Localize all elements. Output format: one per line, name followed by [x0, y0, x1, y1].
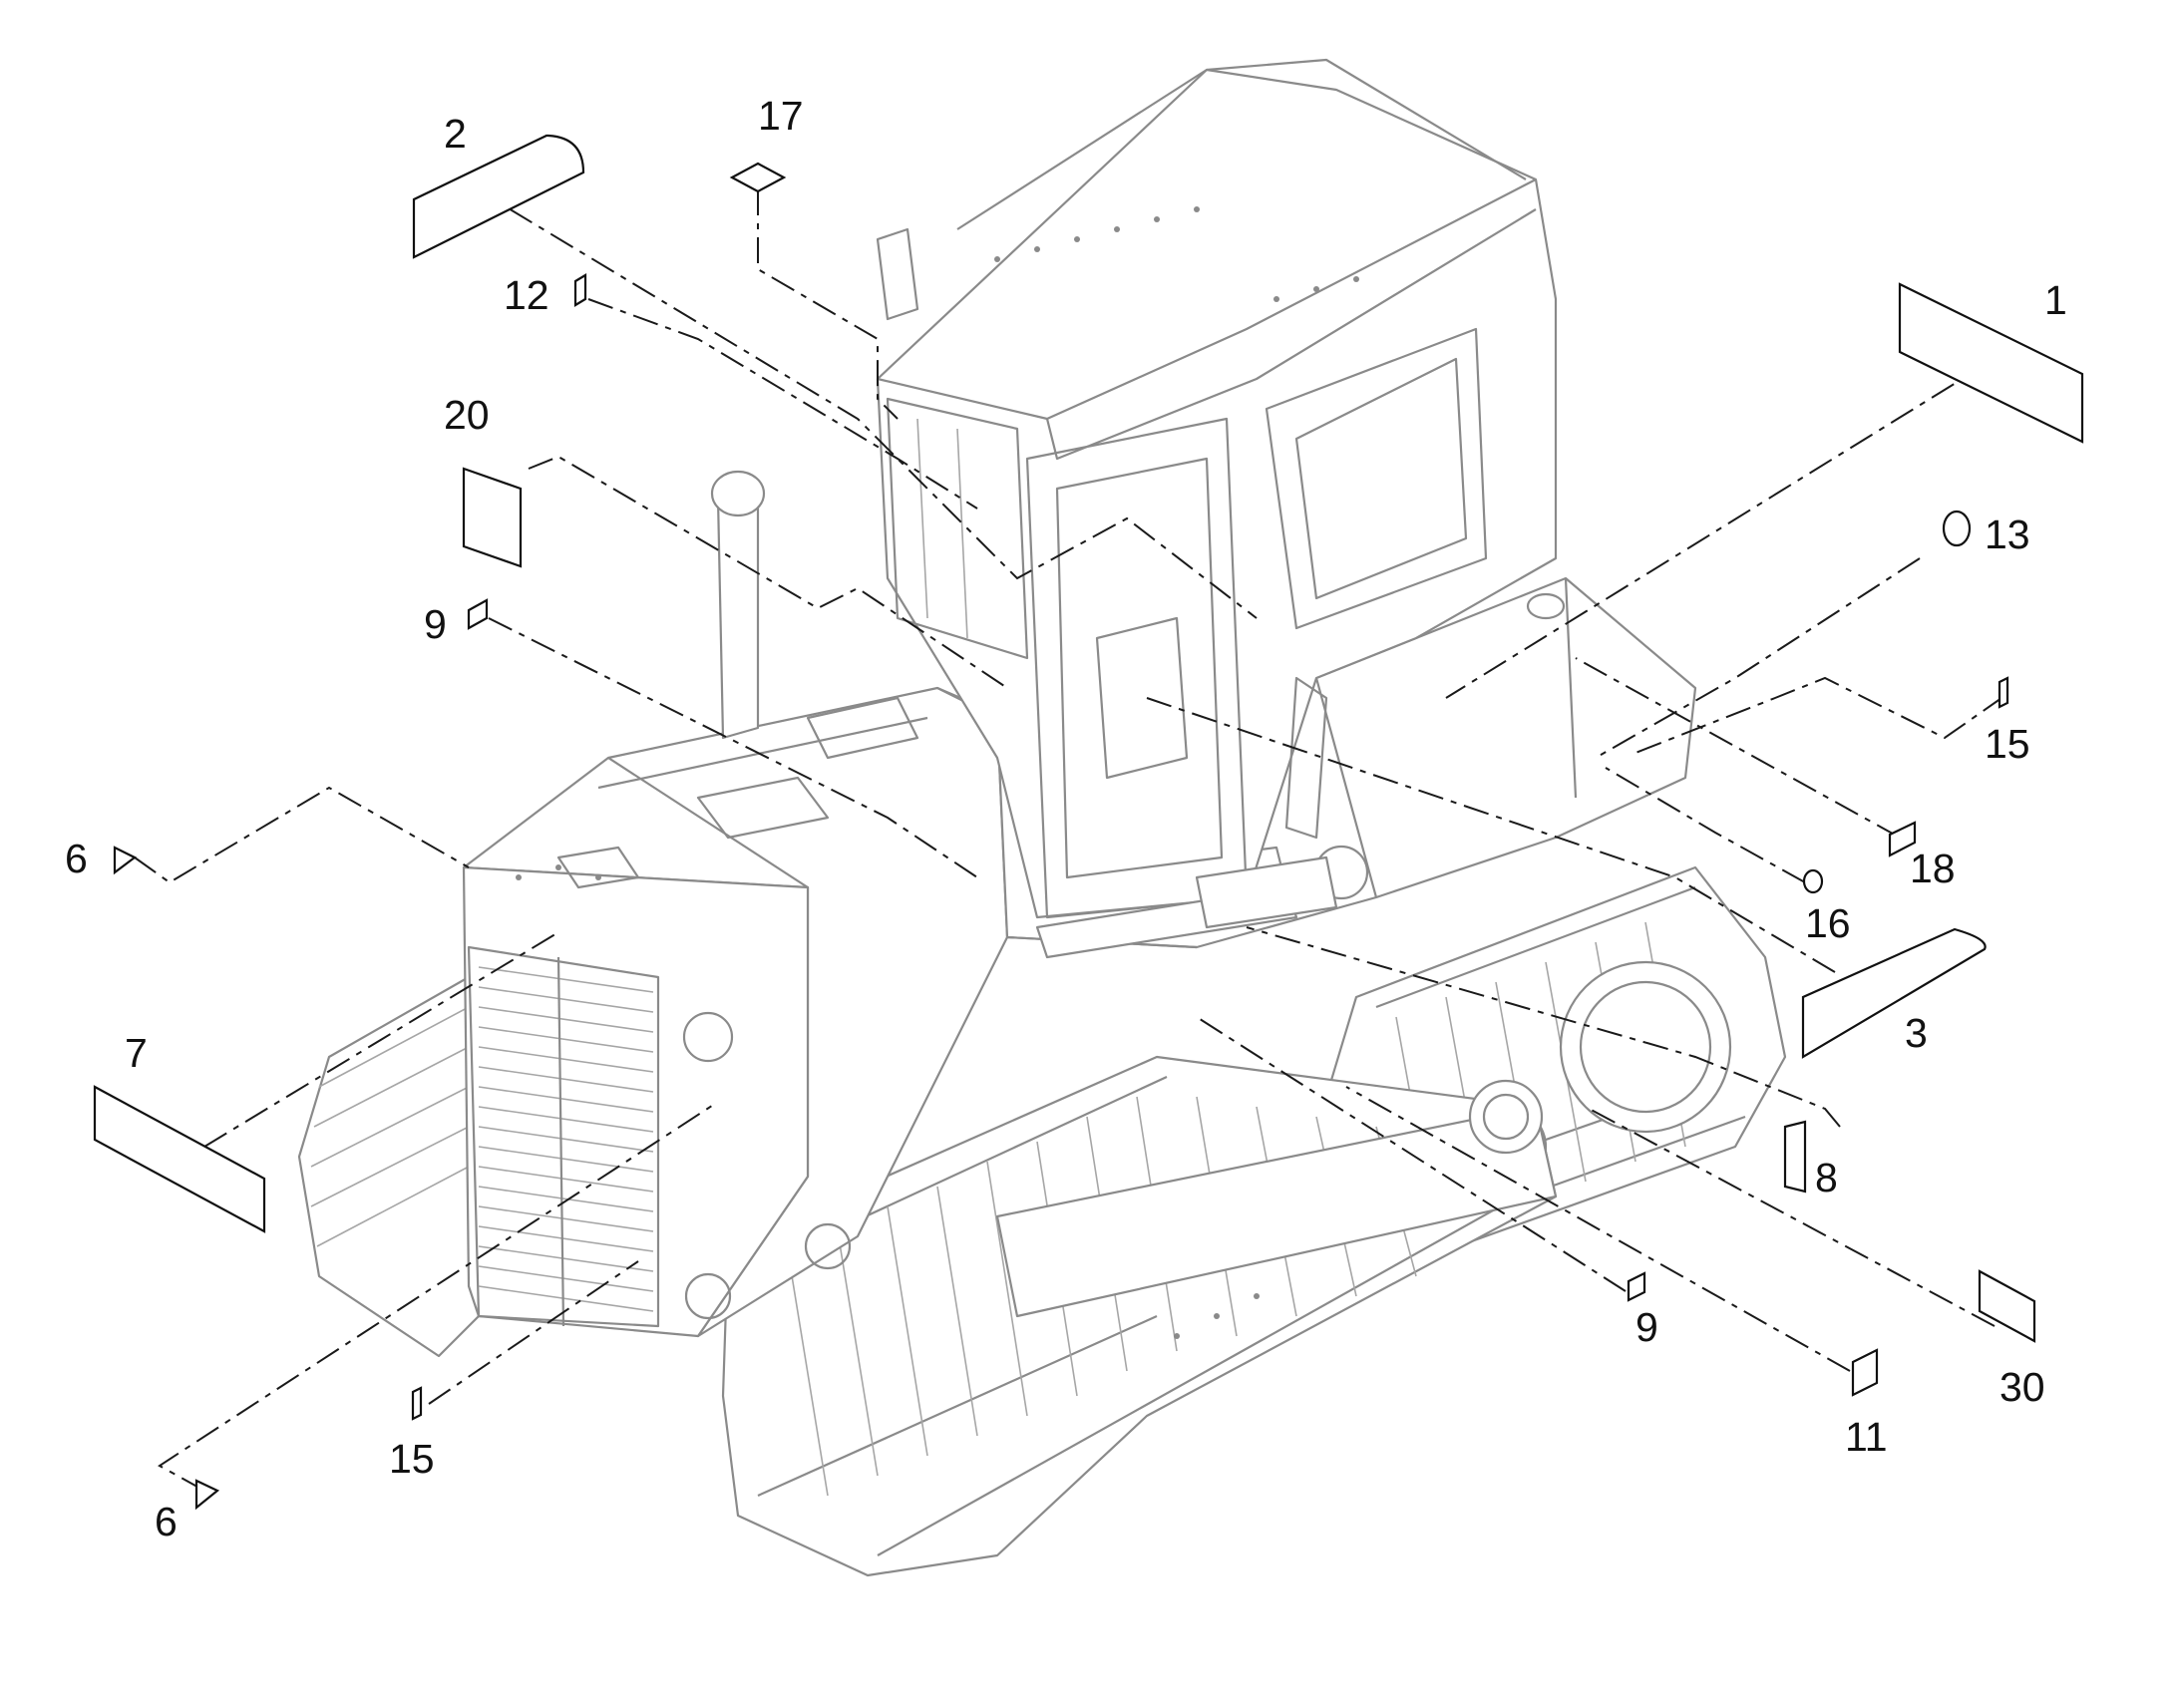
- leader-1: [1445, 358, 1996, 699]
- callout-2: 2: [444, 111, 467, 157]
- callout-18: 18: [1910, 846, 1956, 891]
- leader-30: [1585, 1106, 1996, 1327]
- callout-12: 12: [504, 272, 549, 318]
- decal-12-shape: [573, 273, 587, 307]
- leader-12: [587, 298, 978, 510]
- decal-18-shape: [1888, 821, 1917, 857]
- left-track: [721, 1055, 1558, 1577]
- decal-9b-shape: [1627, 1271, 1646, 1302]
- callout-20: 20: [444, 392, 490, 438]
- exhaust-stack: [710, 470, 766, 740]
- leader-20: [528, 455, 1008, 689]
- decal-3-shape: [1801, 927, 1987, 1059]
- callout-9b: 9: [1635, 1304, 1658, 1350]
- leader-17: [757, 189, 899, 420]
- callout-15b: 15: [389, 1436, 435, 1482]
- leader-16: [1605, 767, 1806, 883]
- callout-6b: 6: [155, 1499, 178, 1544]
- leader-9a: [488, 617, 978, 878]
- callout-11: 11: [1845, 1414, 1888, 1460]
- decal-30-shape: [1978, 1269, 2036, 1343]
- callout-numbers: 1 2 3 6 6 7 8 9 9 11 12 13 15 15 16 17 1…: [65, 93, 2067, 1544]
- decal-15b-shape: [411, 1386, 423, 1421]
- decal-20-shape: [462, 467, 523, 568]
- leader-2: [468, 183, 1258, 619]
- decal-6a-shape: [113, 846, 138, 875]
- callout-30: 30: [1999, 1364, 2045, 1410]
- decal-6b-shape: [194, 1479, 220, 1511]
- callout-17: 17: [758, 93, 804, 139]
- callout-3: 3: [1905, 1010, 1928, 1056]
- decal-1-shape: [1898, 282, 2084, 444]
- callout-15a: 15: [1985, 721, 2030, 767]
- leader-15a: [1635, 676, 2005, 754]
- callout-8: 8: [1815, 1155, 1838, 1200]
- leader-13: [1595, 557, 1921, 759]
- callout-13: 13: [1985, 512, 2030, 557]
- leader-6a: [134, 786, 470, 884]
- leader-7: [203, 931, 559, 1148]
- decal-9a-shape: [467, 598, 489, 630]
- decal-8-shape: [1783, 1120, 1807, 1194]
- rivets: [516, 206, 1359, 1339]
- decal-17-shape: [729, 162, 787, 193]
- decal-15a-shape: [1998, 676, 2009, 709]
- leader-15b: [428, 1260, 639, 1405]
- callout-9a: 9: [424, 601, 447, 647]
- leader-8: [1246, 926, 1841, 1128]
- decal-2-shape: [412, 134, 585, 259]
- callout-16: 16: [1805, 900, 1851, 946]
- leader-3: [1146, 697, 1836, 973]
- engine-hood: [462, 686, 1009, 1338]
- callout-leader-lines: [134, 183, 2005, 1492]
- callout-7: 7: [125, 1030, 148, 1076]
- decal-16-shape: [1802, 868, 1824, 894]
- decal-11-shape: [1851, 1348, 1879, 1397]
- callout-1: 1: [2044, 277, 2067, 323]
- leader-9b: [1196, 1016, 1627, 1292]
- leader-6b: [158, 1101, 719, 1492]
- leader-18: [1575, 657, 1901, 839]
- decal-13-shape: [1942, 510, 1972, 547]
- leader-11: [1345, 1086, 1851, 1372]
- callout-6a: 6: [65, 836, 88, 881]
- decal-7-shape: [93, 1085, 266, 1233]
- operator-cab: [876, 58, 1558, 959]
- decal-outlines: [93, 134, 2084, 1511]
